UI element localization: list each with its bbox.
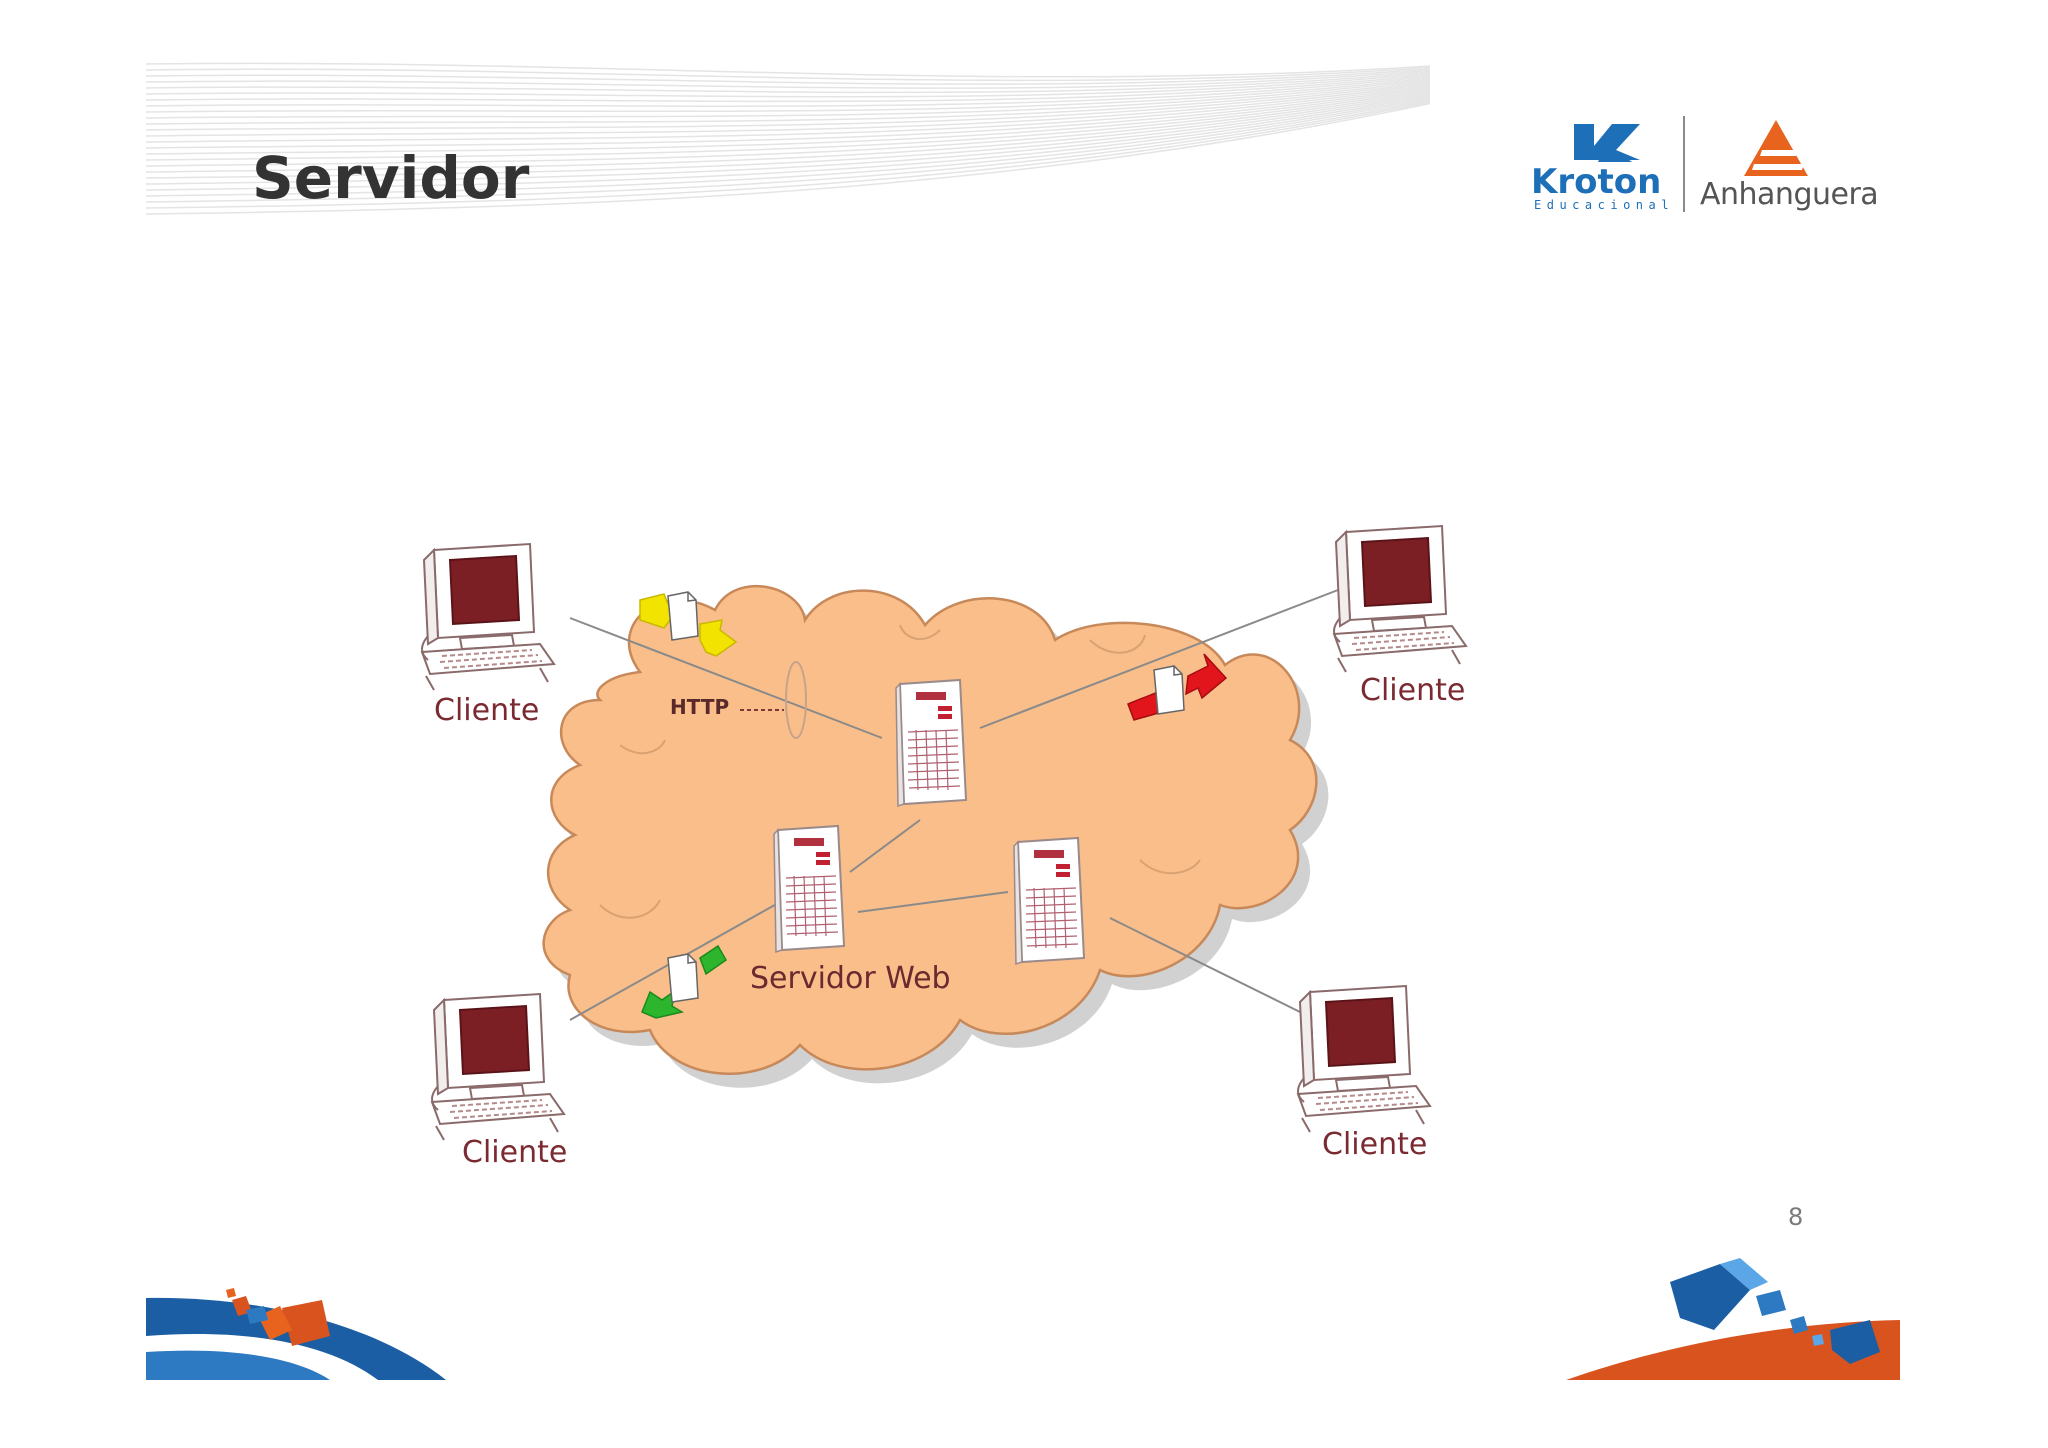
red-response-arrow-icon <box>1127 653 1228 721</box>
wave-stripe <box>145 71 1431 94</box>
wave-stripe <box>145 75 1431 107</box>
wave-stripe <box>145 66 1431 82</box>
kroton-subline: Educacional <box>1534 198 1674 212</box>
kroton-k-monogram-icon <box>1574 124 1640 162</box>
server-label: Servidor Web <box>750 961 951 996</box>
protocol-ring <box>785 661 807 739</box>
wave-stripe <box>145 81 1431 131</box>
anhanguera-wordmark: Anhanguera <box>1700 177 1878 212</box>
kroton-logo: Kroton Educacional <box>1531 124 1674 212</box>
client-label-top-left: Cliente <box>434 693 539 728</box>
wave-stripe <box>145 96 1431 191</box>
blocks-cluster-icon <box>1670 1258 1880 1364</box>
kroton-wordmark: Kroton <box>1531 162 1661 202</box>
green-response-arrow-icon <box>641 944 727 1019</box>
page-number: 8 <box>1788 1203 1803 1231</box>
client-computer-top-left <box>421 543 555 691</box>
cloud-inner-lines <box>599 624 1201 919</box>
wave-stripe <box>145 87 1431 155</box>
wave-stripe <box>145 83 1431 137</box>
wave-stripe <box>145 78 1431 119</box>
client-label-bottom-right: Cliente <box>1322 1127 1427 1162</box>
client-computer-bottom-right <box>1297 985 1431 1133</box>
wave-stripe <box>145 84 1431 143</box>
wave-stripe <box>145 98 1431 197</box>
header-wave-decoration <box>145 62 1431 215</box>
wave-stripe <box>145 92 1431 173</box>
slide-title: Servidor <box>252 144 530 212</box>
protocol-label: HTTP <box>670 695 729 719</box>
wave-stripe <box>145 77 1431 113</box>
wave-stripe <box>145 89 1431 161</box>
wave-stripe <box>145 69 1431 89</box>
wave-stripe <box>145 80 1431 125</box>
wave-stripe <box>145 93 1431 179</box>
client-computer-top-right <box>1333 525 1467 673</box>
wave-stripe <box>145 99 1431 203</box>
anhanguera-logo: Anhanguera <box>1700 120 1879 212</box>
yellow-request-arrow-icon <box>639 591 738 657</box>
wave-stripe <box>145 90 1431 167</box>
client-computer-bottom-left <box>431 993 565 1141</box>
computer-icon <box>421 543 555 691</box>
computer-icon <box>1333 525 1467 673</box>
anhanguera-triangle-icon <box>1744 120 1808 176</box>
computer-icon <box>431 993 565 1141</box>
client-label-top-right: Cliente <box>1360 673 1465 708</box>
computer-icon <box>1297 985 1431 1133</box>
blocks-cluster-icon <box>226 1288 330 1346</box>
client-label-bottom-left: Cliente <box>462 1135 567 1170</box>
internet-cloud <box>542 585 1318 1075</box>
web-server-right <box>1013 837 1085 965</box>
wave-stripe <box>145 62 1431 78</box>
web-server-left <box>773 825 845 953</box>
wave-stripe <box>145 74 1431 103</box>
footer-left-decoration <box>146 1288 446 1380</box>
footer-right-decoration <box>1566 1258 1900 1380</box>
wave-stripe <box>145 101 1431 209</box>
wave-stripe <box>145 95 1431 185</box>
web-server-top <box>895 679 967 807</box>
wave-stripe <box>145 102 1431 215</box>
network-diagram: HTTP Servidor Web Cliente Cliente Client… <box>421 525 1467 1170</box>
wave-stripe <box>145 86 1431 149</box>
wave-stripe <box>145 72 1431 98</box>
wave-stripe <box>145 68 1431 85</box>
